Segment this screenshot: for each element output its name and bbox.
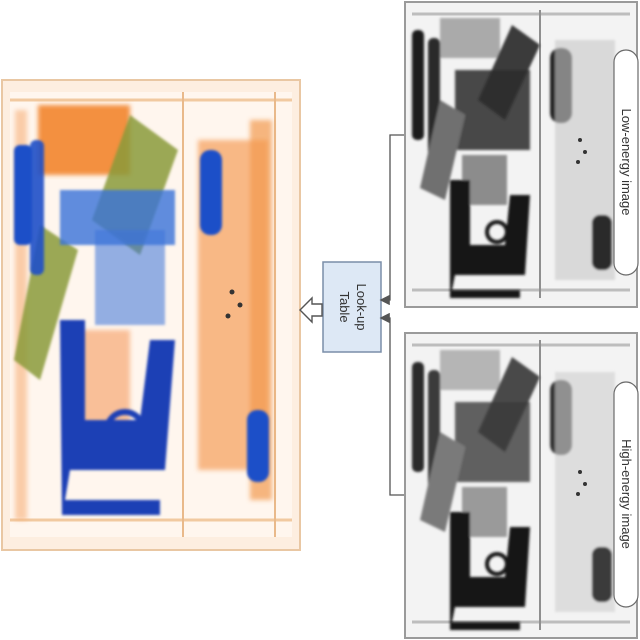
high-energy-connector [382,318,405,495]
high-energy-label: High-energy image [619,439,634,549]
low-energy-image: Low-energy image [405,2,638,307]
lookup-label-line1: Look-up [354,284,369,331]
lookup-label-line2: Table [337,291,352,322]
lookup-table-box: Look-up Table [323,262,381,352]
pseudo-color-image [2,80,300,550]
low-energy-connector [382,135,405,300]
low-energy-label: Low-energy image [619,109,634,216]
output-arrow [300,298,322,322]
high-energy-image: High-energy image [405,333,638,638]
